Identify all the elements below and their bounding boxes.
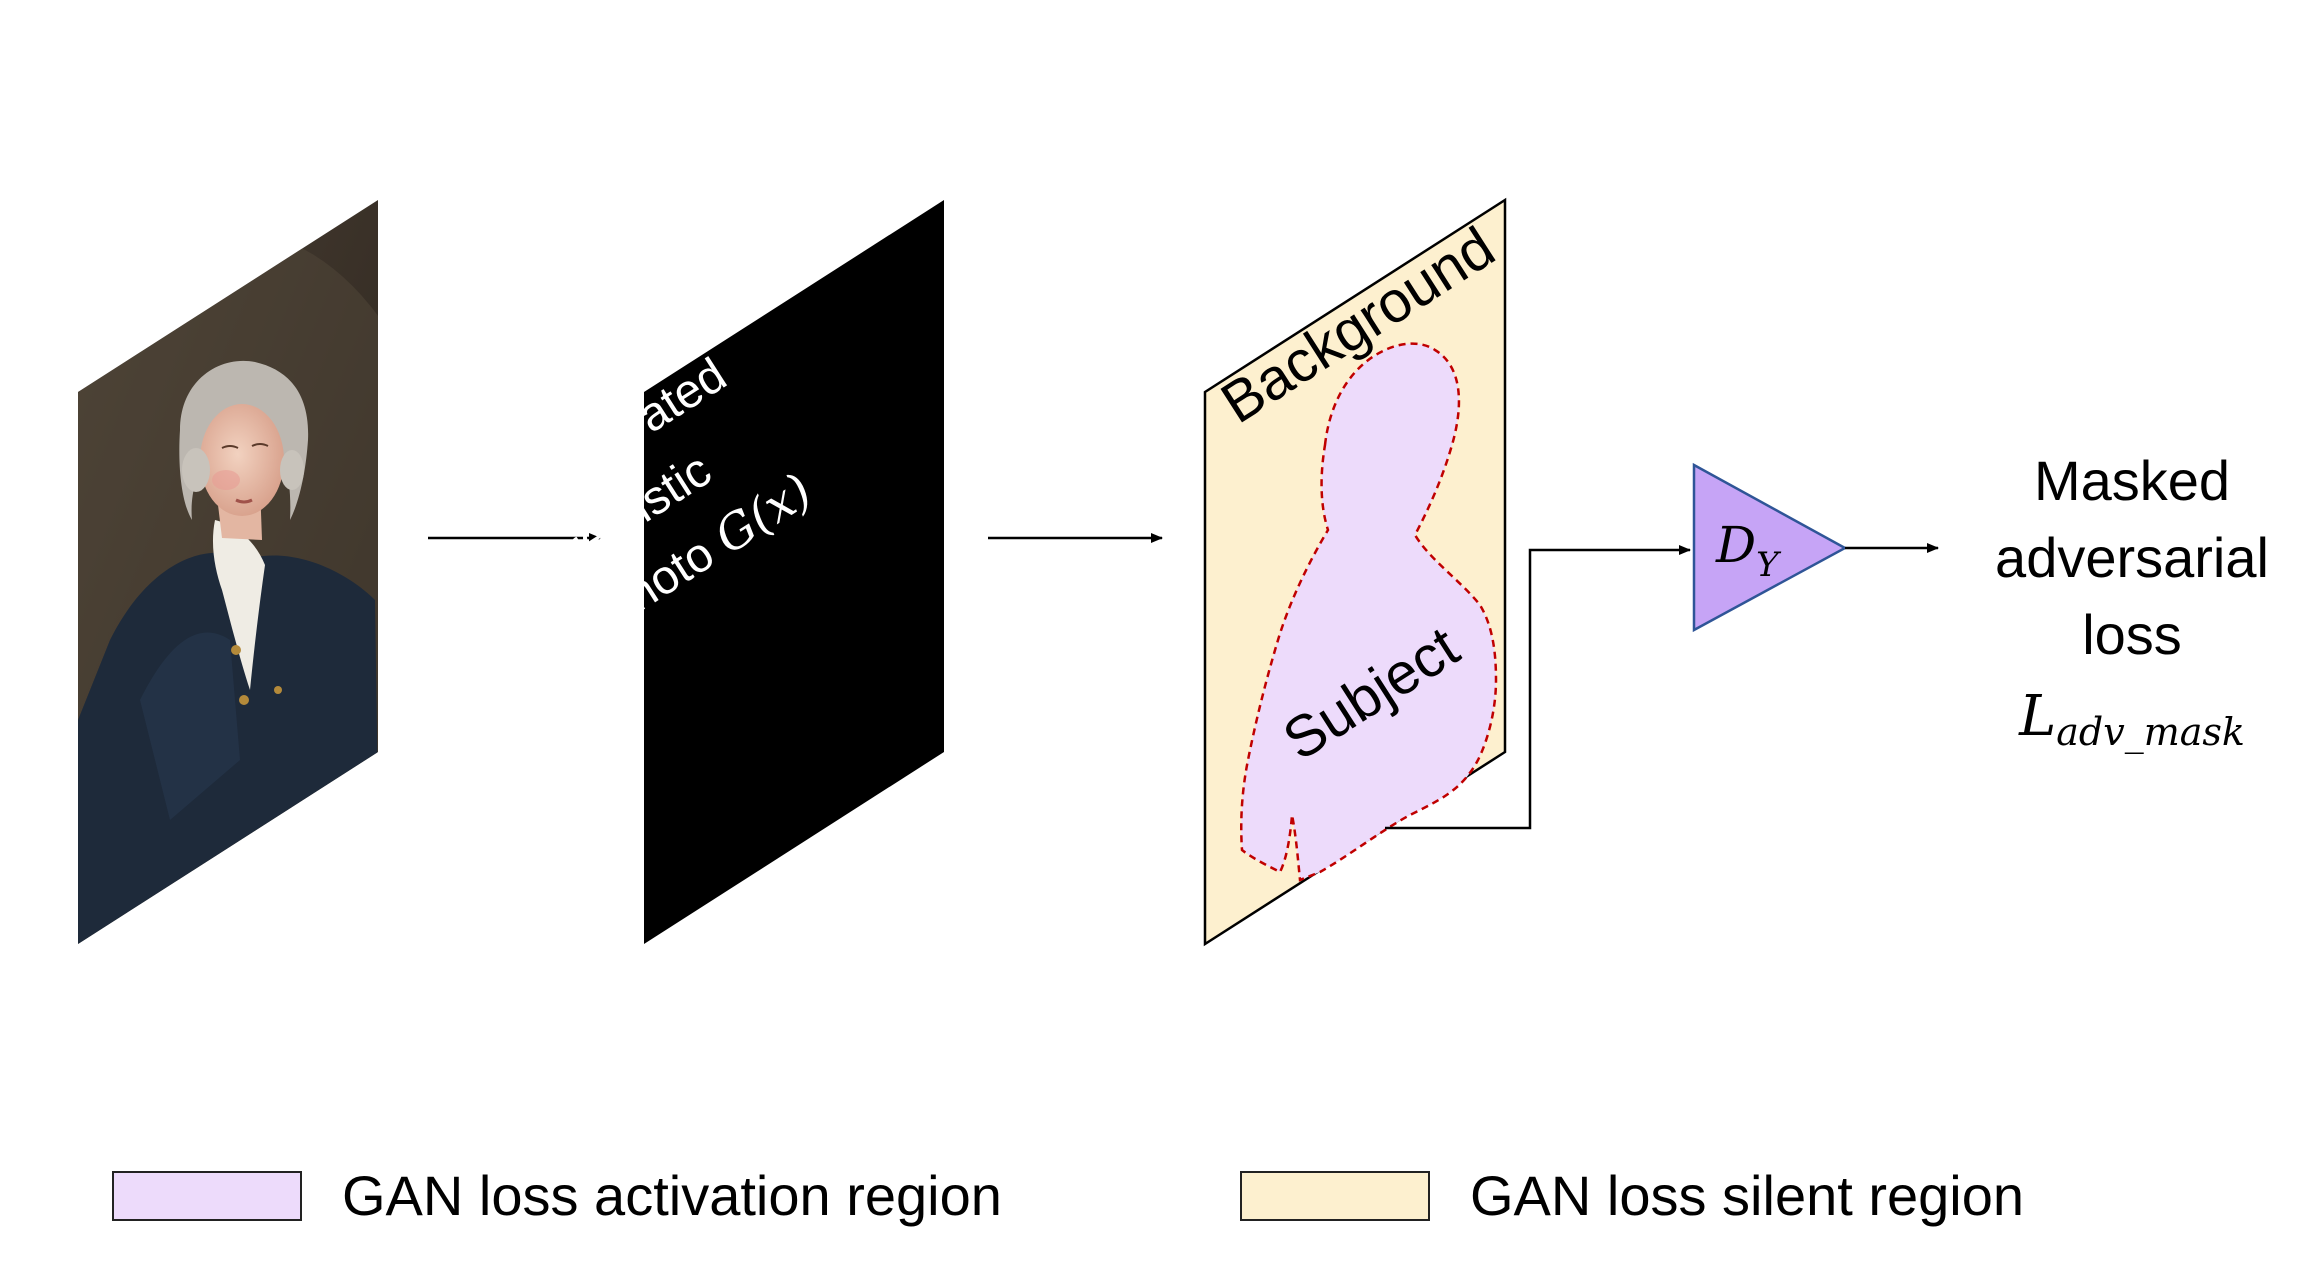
discriminator-label: DY: [1715, 516, 1782, 585]
legend-activation: GAN loss activation region: [112, 1163, 1002, 1228]
silent-legend-label: GAN loss silent region: [1470, 1164, 2025, 1227]
output-line3: loss: [2082, 603, 2182, 666]
discriminator: DY: [1692, 462, 1848, 633]
connector-mask-to-discriminator: [1385, 545, 1691, 830]
silent-swatch: [1240, 1170, 1430, 1221]
loss-symbol-base: L: [2018, 684, 2056, 749]
mask-panel: Background Subject: [1203, 197, 1507, 947]
input-painting: [78, 200, 378, 944]
loss-symbol-subscript: adv_mask: [2056, 710, 2245, 755]
loss-symbol: Ladv_mask: [2018, 684, 2245, 755]
discriminator-base: D: [1715, 516, 1756, 574]
output-line1: Masked: [2034, 449, 2230, 512]
legend-silent: GAN loss silent region: [1240, 1163, 2024, 1228]
output-label: Masked adversarial loss Ladv_mask: [1995, 449, 2269, 755]
subject-region: [1240, 342, 1498, 882]
activation-legend-label: GAN loss activation region: [342, 1164, 1002, 1227]
generated-panel: Generated realistic photo G(x): [516, 200, 944, 944]
output-line2: adversarial: [1995, 526, 2269, 589]
activation-swatch: [112, 1170, 302, 1221]
discriminator-subscript: Y: [1756, 545, 1782, 585]
